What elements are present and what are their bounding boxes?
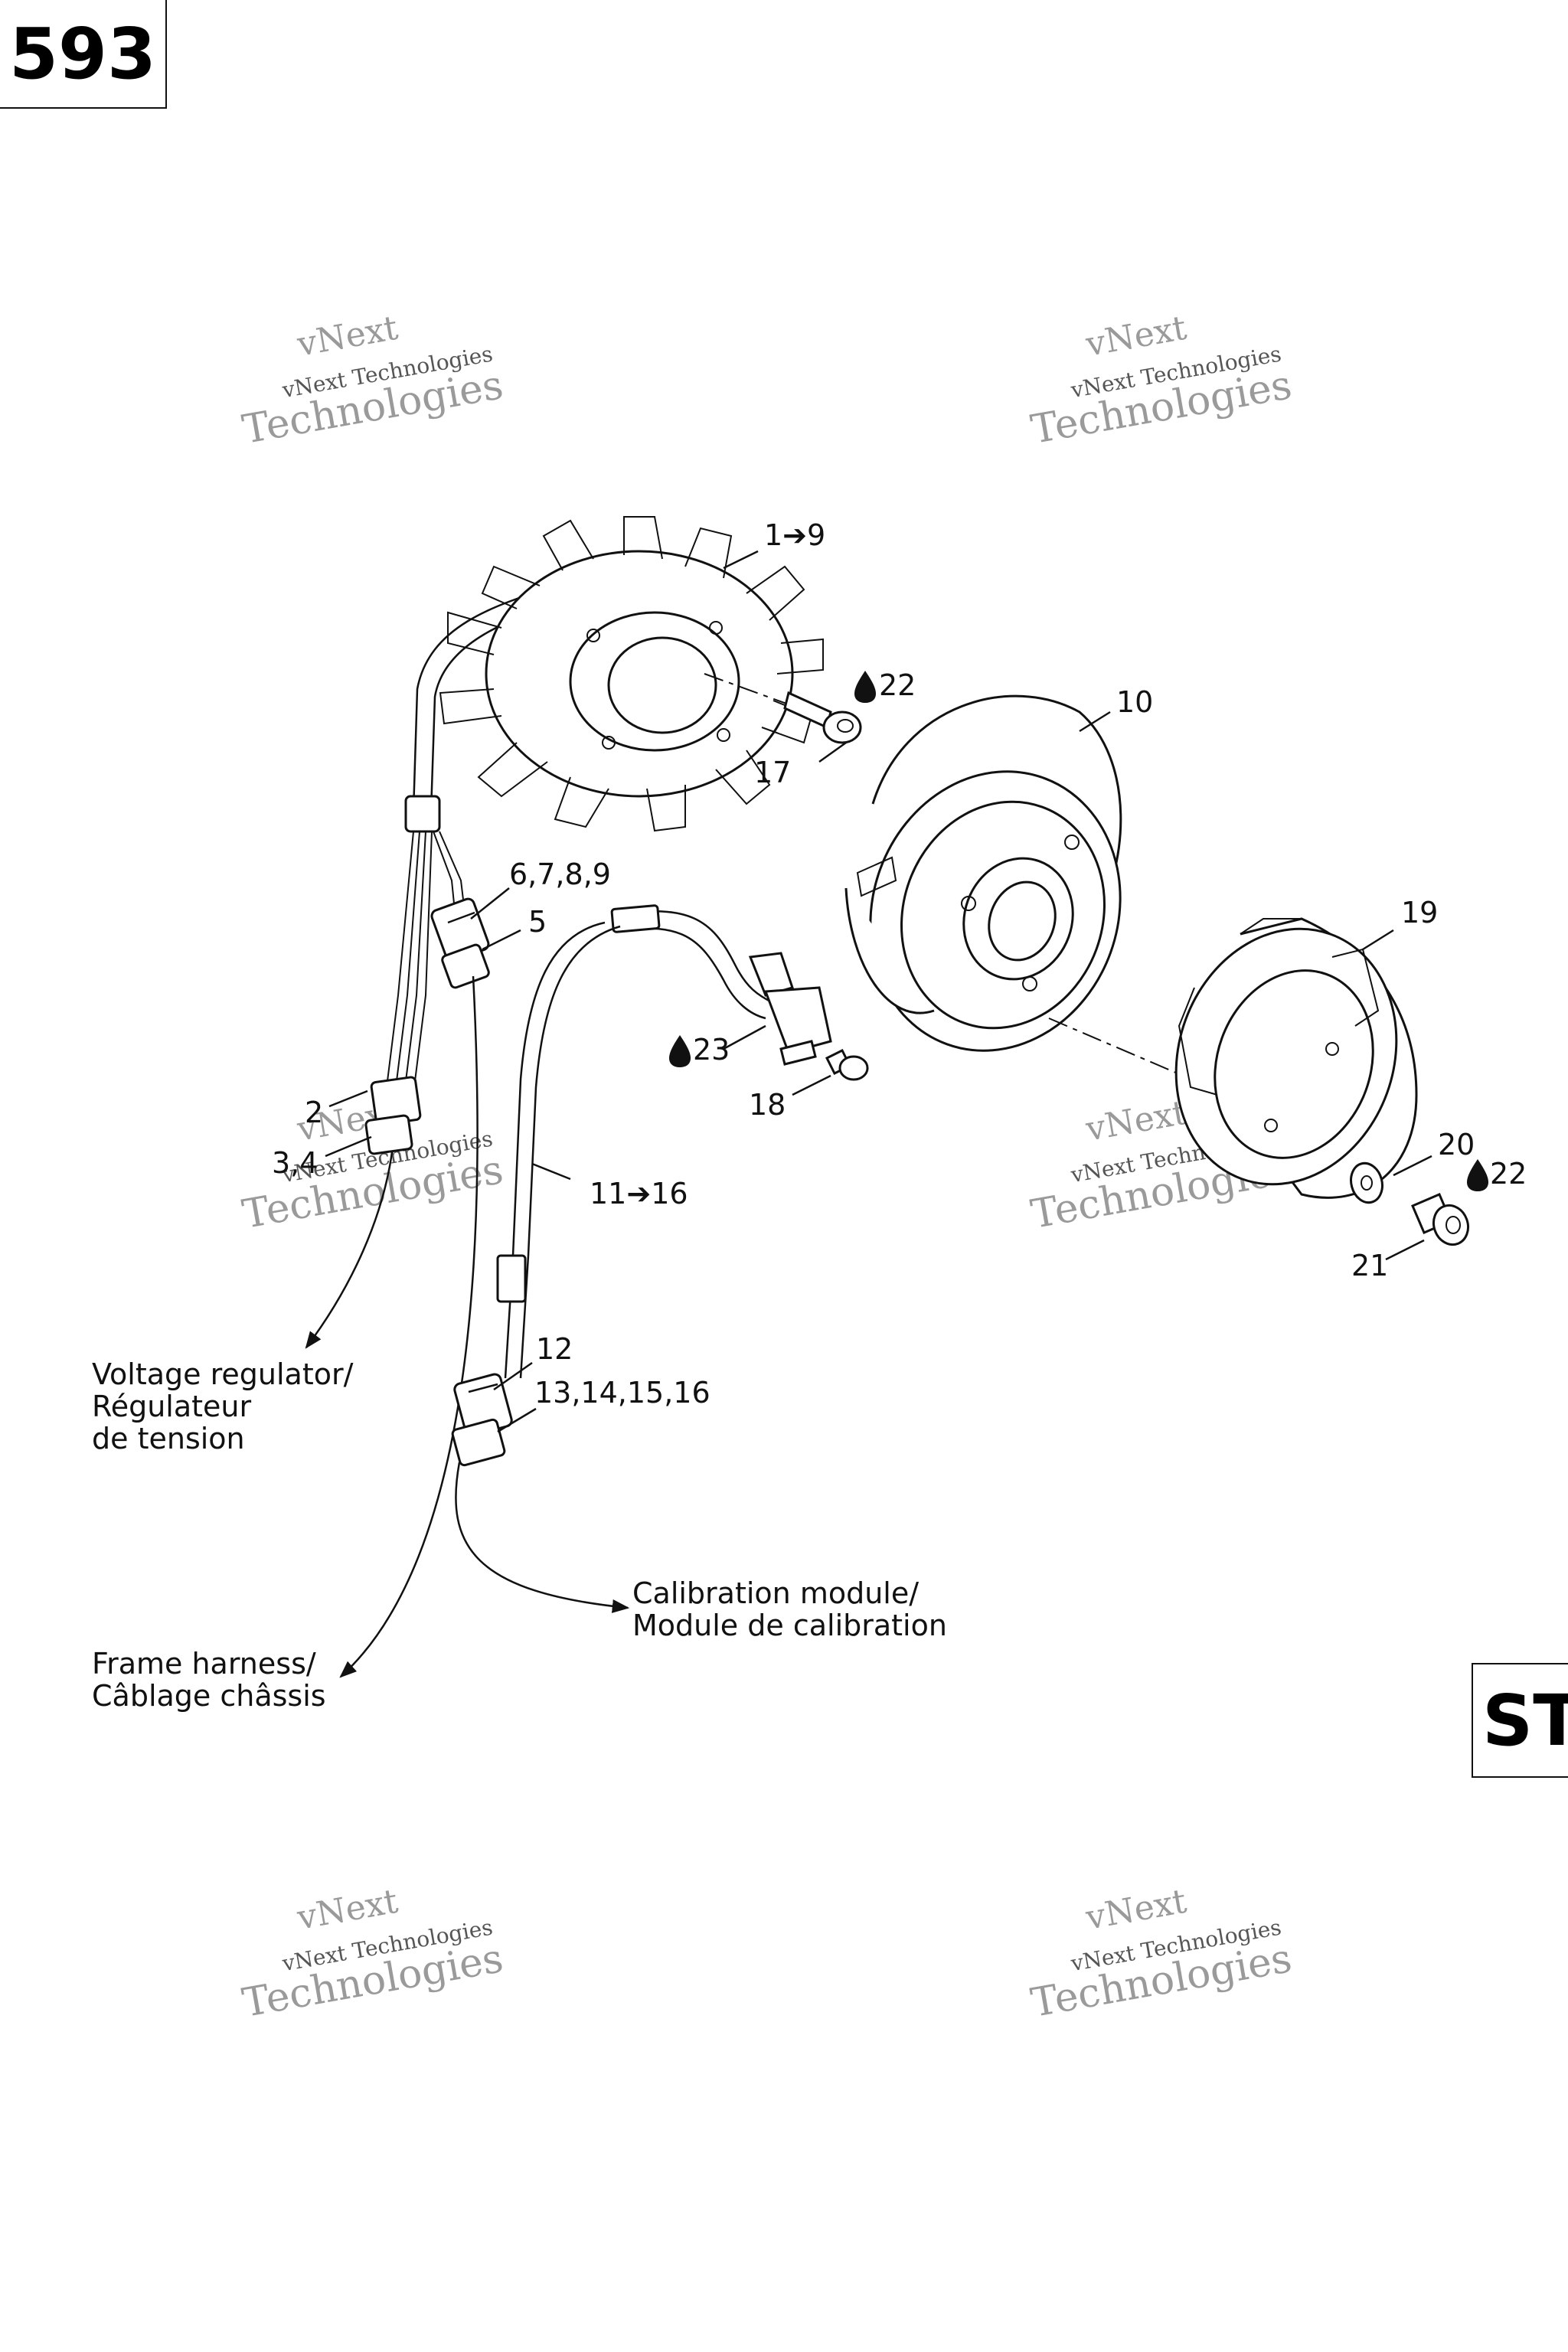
frame-harness-wire [339,975,479,1678]
svg-text:vNext: vNext [294,1882,401,1938]
callout-connector-kit-a: 6,7,8,9 [509,858,611,891]
callout-rotor: 10 [1116,685,1153,719]
connector-5 [430,897,490,989]
connector-2 [364,1076,422,1155]
bolt [1411,1193,1470,1246]
callout-stator-screw-loctite: 22 [879,668,916,702]
callout-stator-screw: 17 [754,756,791,789]
watermark-top-right: vNext vNext Technologies Technologies [1027,309,1295,453]
callout-trigger-screw: 18 [749,1088,786,1122]
loctite-drop-icon [854,671,876,703]
page-number: 593 [0,0,167,109]
svg-text:vNext: vNext [1083,309,1190,364]
stator-screw [704,673,862,744]
voltage-regulator-wire [305,1152,394,1349]
svg-text:Voltage regulator/: Voltage regulator/ [92,1357,354,1391]
callout-bolt: 21 [1351,1249,1388,1282]
watermark-bottom-right: vNext vNext Technologies Technologies [1027,1882,1295,2027]
callout-washer: 20 [1438,1128,1475,1161]
callout-trigger-coil-ring: 19 [1401,896,1438,929]
loctite-drop-icon [1467,1159,1488,1191]
stator-harness [386,582,581,1088]
leader-lines [325,550,1432,1433]
section-tab: ST [1472,1663,1568,1778]
svg-text:de tension: de tension [92,1422,245,1455]
watermark-top-left: vNext vNext Technologies Technologies [239,309,506,453]
svg-text:Régulateur: Régulateur [92,1390,251,1423]
trigger-coil-ring [1174,917,1418,1199]
callout-connector-b: 2 [305,1096,323,1129]
destination-calibration-module: Calibration module/ Module de calibratio… [632,1576,947,1642]
callout-connector-b-kit: 3,4 [272,1146,318,1180]
stator [439,516,824,832]
callout-trigger-harness: 11➔16 [590,1177,688,1210]
svg-text:vNext: vNext [1083,1093,1190,1149]
callout-connector-a: 5 [528,905,547,939]
destination-frame-harness: Frame harness/ Câblage châssis [92,1647,326,1713]
svg-text:Câblage châssis: Câblage châssis [92,1679,326,1713]
svg-text:Module de calibration: Module de calibration [632,1609,947,1642]
trigger-sensor [496,904,832,1379]
callout-stator: 1➔9 [764,518,825,552]
washer [1350,1161,1383,1204]
svg-text:vNext: vNext [1083,1882,1190,1938]
destination-voltage-regulator: Voltage regulator/ Régulateur de tension [92,1357,354,1455]
callout-bolt-loctite: 22 [1490,1157,1527,1191]
callout-trigger-loctite: 23 [693,1033,730,1067]
watermark-mid-left: vNext vNext Technologies Technologies [239,1093,506,1238]
watermark-bottom-left: vNext vNext Technologies Technologies [239,1882,506,2027]
callout-connector-c: 12 [536,1332,573,1366]
connector-12 [451,1373,513,1467]
callout-connector-c-kit: 13,14,15,16 [534,1376,710,1410]
svg-text:vNext: vNext [294,309,401,364]
svg-text:Frame harness/: Frame harness/ [92,1647,316,1681]
loctite-drop-icon [669,1035,691,1067]
calibration-module-wire [455,1462,630,1613]
svg-text:Calibration module/: Calibration module/ [632,1576,919,1610]
trigger-screw [825,1048,869,1081]
rotor [844,694,1122,1052]
